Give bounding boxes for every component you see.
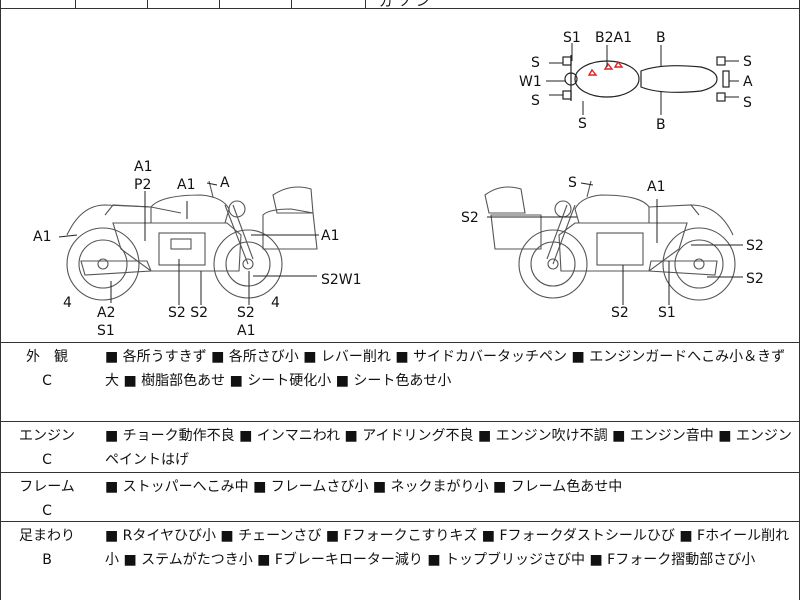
row-description: ■ 各所うすきず ■ 各所さび小 ■ レバー削れ ■ サイドカバータッチペン ■… <box>105 349 786 389</box>
category-name: 外 観 <box>26 349 68 365</box>
label-s1-right-bottom: S1 <box>658 305 676 321</box>
category-grade: C <box>42 452 52 468</box>
row-category: 足まわり B <box>1 522 93 572</box>
top-view-motorcycle <box>562 55 730 102</box>
label-s2-s2: S2 S2 <box>168 305 208 321</box>
label-s1-top: S1 <box>563 30 581 46</box>
header-cell <box>75 0 148 8</box>
header-text-fragment: ガ ソ ン <box>379 0 430 10</box>
category-name: フレーム <box>19 479 75 495</box>
category-grade: C <box>42 373 52 389</box>
label-s2-bottom: S2 <box>237 305 255 321</box>
top-view-labels: S1 B2A1 B B S W1 S S S A S <box>519 30 753 133</box>
label-s1-bottom: S1 <box>97 323 115 339</box>
label-a1-tank: A1 <box>177 177 195 193</box>
left-side-leaders <box>58 182 319 305</box>
row-description: ■ チョーク動作不良 ■ インマニわれ ■ アイドリング不良 ■ エンジン吹け不… <box>105 428 792 468</box>
label-s2-front: S2 <box>746 238 764 254</box>
label-b-top: B <box>656 30 666 46</box>
header-cell <box>1 0 76 8</box>
label-w1: W1 <box>519 74 542 90</box>
damage-diagram: S1 B2A1 B B S W1 S S S A S <box>1 9 799 343</box>
category-name: 足まわり <box>19 528 75 544</box>
category-grade: B <box>42 552 52 568</box>
right-side-labels: S A1 S2 S2 S2 S2 S1 <box>461 175 764 321</box>
label-a1-front: A1 <box>321 228 339 244</box>
row-description: ■ ストッパーへこみ中 ■ フレームさび小 ■ ネックまがり小 ■ フレーム色あ… <box>105 479 623 495</box>
row-description: ■ Rタイヤひび小 ■ チェーンさび ■ Fフォークこすりキズ ■ Fフォークダ… <box>105 528 790 568</box>
label-s2-wheel: S2 <box>746 271 764 287</box>
condition-row-suspension: 足まわり B ■ Rタイヤひび小 ■ チェーンさび ■ Fフォークこすりキズ ■… <box>1 522 799 600</box>
header-table-strip: ガ ソ ン <box>1 0 799 10</box>
header-cell <box>147 0 220 8</box>
condition-row-exterior: 外 観 C ■ 各所うすきず ■ 各所さび小 ■ レバー削れ ■ サイドカバータ… <box>1 343 799 422</box>
left-side-motorcycle <box>66 180 318 301</box>
right-side-leaders <box>487 182 743 305</box>
label-number-4-left: 4 <box>63 295 72 311</box>
label-s2-box: S2 <box>461 210 479 226</box>
label-b-bottom: B <box>656 117 666 133</box>
row-category: フレーム C <box>1 473 93 523</box>
header-cell <box>219 0 292 8</box>
label-s2w1: S2W1 <box>321 272 362 288</box>
label-a-right: A <box>743 74 753 90</box>
label-b2a1: B2A1 <box>595 30 632 46</box>
label-p2: P2 <box>134 177 151 193</box>
left-side-labels: A1 P2 A1 A A1 A1 S2W1 4 4 A2 S1 S2 S2 S2… <box>33 159 362 339</box>
motorcycle-diagram-svg: S1 B2A1 B B S W1 S S S A S <box>33 30 764 339</box>
category-name: エンジン <box>19 428 75 444</box>
label-a1-right-tank: A1 <box>647 179 665 195</box>
condition-row-engine: エンジン C ■ チョーク動作不良 ■ インマニわれ ■ アイドリング不良 ■ … <box>1 422 799 473</box>
damage-markers <box>587 60 624 76</box>
label-a1-rear: A1 <box>33 229 51 245</box>
label-s-left-bottom: S <box>531 93 540 109</box>
label-number-4-right: 4 <box>271 295 280 311</box>
row-category: エンジン C <box>1 422 93 472</box>
condition-row-frame: フレーム C ■ ストッパーへこみ中 ■ フレームさび小 ■ ネックまがり小 ■… <box>1 473 799 522</box>
label-s-mirror: S <box>568 175 577 191</box>
label-a-mirror: A <box>220 175 230 191</box>
label-s-right-top: S <box>743 54 752 70</box>
right-side-motorcycle <box>484 180 736 301</box>
category-grade: C <box>42 503 52 519</box>
header-cell <box>291 0 366 8</box>
label-a2: A2 <box>97 305 115 321</box>
label-s2-right-bottom: S2 <box>611 305 629 321</box>
label-a1-bottom: A1 <box>237 323 255 339</box>
label-s-right-bottom: S <box>743 95 752 111</box>
row-category: 外 観 C <box>1 343 93 393</box>
top-view-leaders <box>546 43 739 115</box>
label-a1-upper: A1 <box>134 159 152 175</box>
label-s-left-top: S <box>531 55 540 71</box>
label-s-under: S <box>578 116 587 132</box>
